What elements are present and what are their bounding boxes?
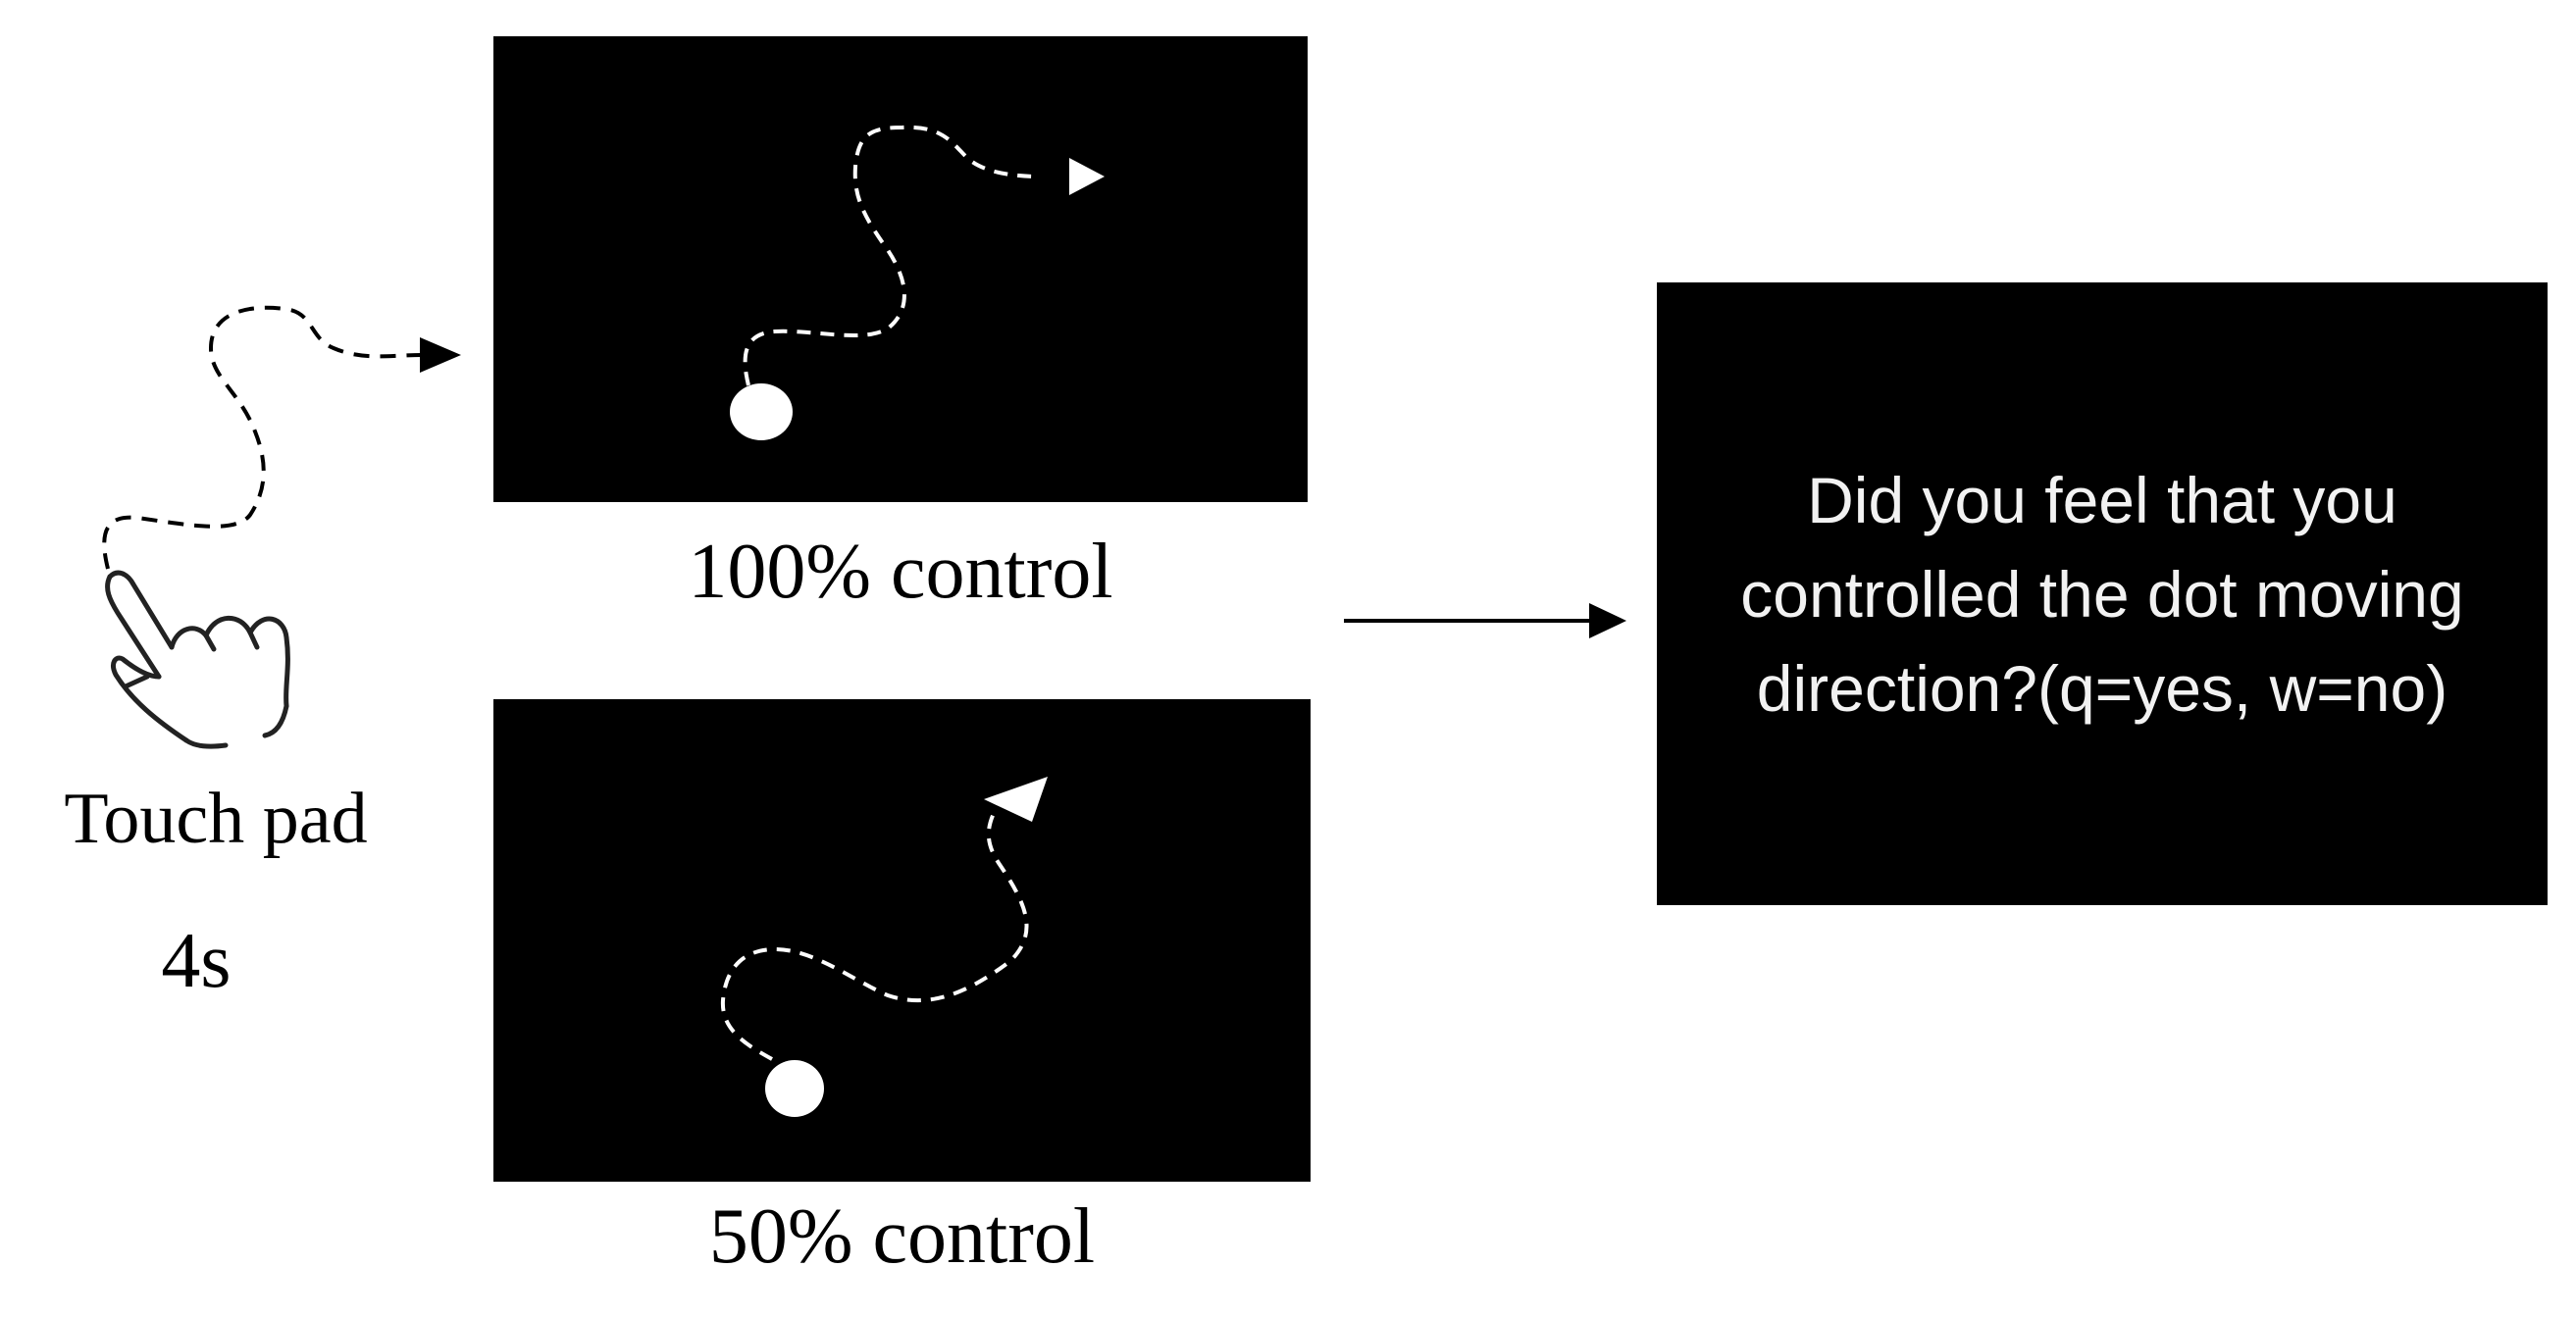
- dot-100: [730, 383, 793, 440]
- screen-50-percent-control: [493, 699, 1311, 1182]
- screen-100-percent-control: [493, 36, 1308, 502]
- hand-pointer-icon: [105, 570, 290, 749]
- trajectory-50-arrowhead: [984, 777, 1048, 822]
- question-text: Did you feel that you controlled the dot…: [1740, 463, 2464, 725]
- trajectory-100-arrowhead: [1069, 158, 1105, 195]
- duration-label: 4s: [161, 918, 232, 1004]
- flow-arrowhead: [1589, 603, 1626, 638]
- label-50-percent-control: 50% control: [708, 1193, 1096, 1280]
- trajectory-100-path: [743, 125, 1041, 386]
- dot-50: [765, 1060, 824, 1117]
- question-screen: [1657, 282, 2548, 905]
- touchpad-trajectory-arrowhead: [420, 337, 461, 373]
- touchpad-trajectory-path: [102, 305, 423, 570]
- label-100-percent-control: 100% control: [688, 529, 1113, 615]
- trajectory-50-path: [720, 808, 1029, 1061]
- touchpad-label: Touch pad: [64, 779, 368, 859]
